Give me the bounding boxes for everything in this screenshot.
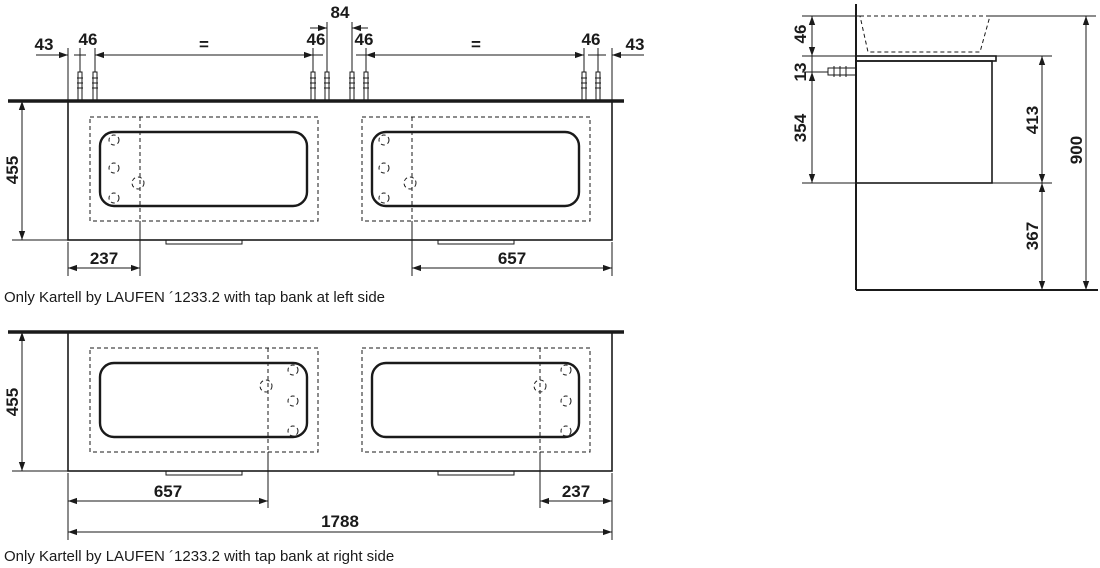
- caption-right-taps: Only Kartell by LAUFEN ´1233.2 with tap …: [4, 548, 394, 565]
- dim-side-drawer: 413: [1023, 106, 1042, 134]
- dim-bottom-left-1: 237: [90, 249, 118, 268]
- dim-side-top: 46: [791, 25, 810, 44]
- caption-left-taps: Only Kartell by LAUFEN ´1233.2 with tap …: [4, 289, 385, 306]
- dim-height-right: 455: [3, 388, 22, 416]
- dim-side-total: 900: [1067, 136, 1086, 164]
- dim-center-right: 46: [355, 30, 374, 49]
- dim-bottom-right-1: 657: [498, 249, 526, 268]
- dim-height-left: 455: [3, 156, 22, 184]
- dim-bottom-left-2: 657: [154, 482, 182, 501]
- dim-total-width: 1788: [321, 512, 359, 531]
- dim-center-gap: 84: [331, 3, 350, 22]
- dim-edge-left: 43: [35, 35, 54, 54]
- top-view-right-taps: 455 657 237 1788 Only Kartell by LAUFEN …: [3, 330, 624, 565]
- dim-tap-left: 46: [79, 30, 98, 49]
- dim-side-inner: 354: [791, 113, 810, 142]
- dim-tap-right: 46: [582, 30, 601, 49]
- dim-side-floor: 367: [1023, 222, 1042, 250]
- dim-equal-right: =: [471, 35, 481, 54]
- tap-bolts: [77, 71, 601, 101]
- top-view-left-taps: 43 46 = 46 84 46 = 46 43 455 237 657 Onl…: [3, 3, 644, 306]
- side-tap: [827, 66, 857, 77]
- dim-bottom-right-2: 237: [562, 482, 590, 501]
- dim-equal-left: =: [199, 35, 209, 54]
- dim-edge-right: 43: [626, 35, 645, 54]
- side-view: 46 13 354 413 367 900: [791, 4, 1098, 291]
- dim-side-tap: 13: [791, 63, 810, 82]
- dim-center-left: 46: [307, 30, 326, 49]
